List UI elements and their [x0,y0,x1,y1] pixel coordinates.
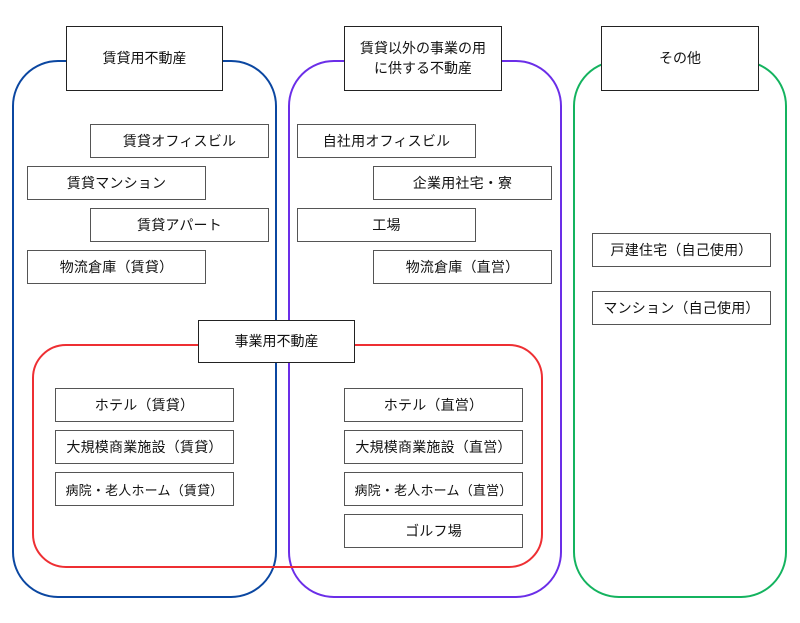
rental-mansion: 賃貸マンション [27,166,206,200]
other-group-title-text: その他 [659,50,701,67]
large-commercial-facility-rental: 大規模商業施設（賃貸） [55,430,234,464]
rental-group-title: 賃貸用不動産 [66,26,223,91]
non-rental-group-title-text: 賃貸以外の事業の用 に供する不動産 [360,40,486,77]
rental-logistics-warehouse: 物流倉庫（賃貸） [27,250,206,284]
other-group-title: その他 [601,26,759,91]
company-housing-dorm: 企業用社宅・寮 [373,166,552,200]
hotel-operated: ホテル（直営） [344,388,523,422]
own-office-building: 自社用オフィスビル [297,124,476,158]
business-group-title: 事業用不動産 [198,320,355,363]
hospital-nursing-home-rental: 病院・老人ホーム（賃貸） [55,472,234,506]
golf-course: ゴルフ場 [344,514,523,548]
rental-apartment: 賃貸アパート [90,208,269,242]
detached-house-self-use: 戸建住宅（自己使用） [592,233,771,267]
mansion-self-use: マンション（自己使用） [592,291,771,325]
rental-office-building: 賃貸オフィスビル [90,124,269,158]
operated-logistics-warehouse: 物流倉庫（直営） [373,250,552,284]
business-group-title-text: 事業用不動産 [234,333,319,350]
non-rental-group-title: 賃貸以外の事業の用 に供する不動産 [344,26,502,91]
large-commercial-facility-operated: 大規模商業施設（直営） [344,430,523,464]
factory: 工場 [297,208,476,242]
other-group [573,60,787,598]
hospital-nursing-home-operated: 病院・老人ホーム（直営） [344,472,523,506]
rental-group-title-text: 賃貸用不動産 [102,50,187,67]
hotel-rental: ホテル（賃貸） [55,388,234,422]
